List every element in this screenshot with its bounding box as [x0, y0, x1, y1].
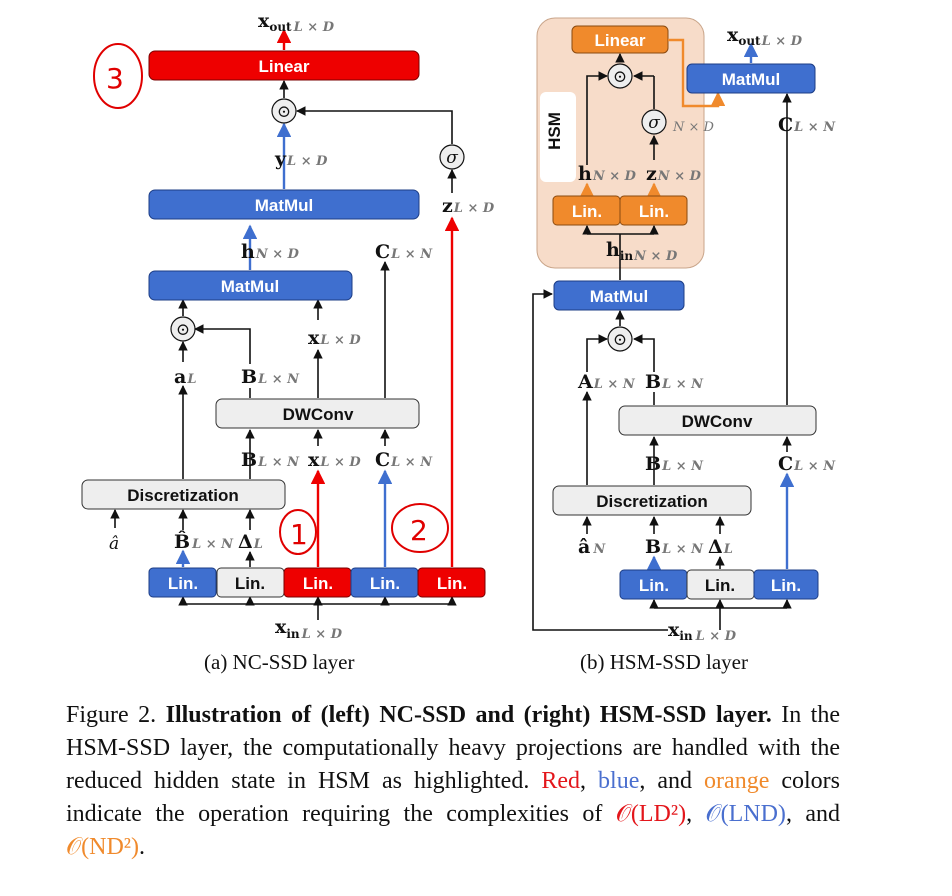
- matmul-label-b-main: MatMul: [590, 287, 649, 306]
- dwconv-box-b: [618, 405, 817, 436]
- hadamard-op-a-bottom: [170, 316, 196, 342]
- annotation-3: 3: [106, 62, 124, 95]
- discretization-label-b: Discretization: [596, 492, 707, 511]
- caption-title: Illustration of (left) NC-SSD and (right…: [165, 702, 772, 728]
- discretization-label-a: Discretization: [127, 486, 238, 505]
- var-c-top-b: CL × N: [778, 114, 836, 136]
- lin-label-b3: Lin.: [771, 576, 801, 595]
- lin-box-a1: [148, 567, 217, 598]
- hadamard-op-a-top: [271, 98, 297, 124]
- var-a-hat-a: â: [109, 534, 119, 554]
- hsm-label-box: [540, 92, 576, 182]
- var-a-a: aL: [174, 366, 196, 388]
- linear-label-a: Linear: [258, 57, 309, 76]
- lin-label-b1: Lin.: [639, 576, 669, 595]
- lin-box-b3: [753, 569, 819, 600]
- linear-label-b: Linear: [594, 31, 645, 50]
- lin-label-b2: Lin.: [705, 576, 735, 595]
- matmul-box-b-top: [686, 63, 816, 94]
- var-y-a: yL × D: [274, 148, 328, 170]
- hadamard-op-b-bottom: [607, 326, 633, 352]
- dwconv-box-a: [215, 398, 420, 429]
- var-b-in-b: BL × N: [645, 453, 704, 475]
- svg-text:⊙: ⊙: [176, 320, 190, 340]
- var-b-hat-a: B̂L × N: [174, 531, 234, 553]
- matmul-label-a-top: MatMul: [255, 196, 314, 215]
- caption-math-blue: 𝒪(LND): [705, 801, 786, 827]
- caption-colors-text: colors indicate the operation requiring …: [66, 768, 841, 827]
- annotation-circle-1: [279, 509, 317, 555]
- lin-label-a2: Lin.: [235, 574, 265, 593]
- matmul-label-a-bottom: MatMul: [221, 277, 280, 296]
- var-h-a: hN × D: [241, 241, 300, 263]
- caption-math-orange: 𝒪(ND²): [66, 834, 139, 860]
- var-delta-a: ΔL: [238, 531, 263, 553]
- caption-math-red: 𝒪(LD²): [615, 801, 687, 827]
- svg-text:⊙: ⊙: [613, 330, 627, 350]
- lin-box-a5: [417, 567, 486, 598]
- lin-label-a4: Lin.: [370, 574, 400, 593]
- annotation-1: 1: [290, 518, 308, 551]
- var-x-out-b: xoutL × D: [727, 24, 803, 49]
- lin-label-a5: Lin.: [437, 574, 467, 593]
- lin-label-a1: Lin.: [168, 574, 198, 593]
- var-b-in-a: BL × N: [241, 449, 300, 471]
- var-a-b: AL × N: [577, 371, 636, 393]
- dim-sigma-b: N × D: [672, 120, 715, 135]
- discretization-box-a: [81, 479, 286, 510]
- figure-caption: Figure 2. Illustration of (left) NC-SSD …: [66, 702, 841, 860]
- var-x-conv-a: xL × D: [308, 449, 361, 471]
- caption-lead: Figure 2.: [66, 702, 157, 728]
- caption-panel-b: (b) HSM-SSD layer: [580, 650, 748, 674]
- svg-text:σ: σ: [446, 148, 458, 168]
- var-c-top-a: CL × N: [375, 241, 433, 263]
- var-h-b: hN × D: [578, 163, 637, 185]
- dwconv-label-a: DWConv: [283, 405, 354, 424]
- var-delta-b: ΔL: [708, 536, 733, 558]
- matmul-box-a-bottom: [148, 270, 353, 301]
- var-b-low-b: BL × N: [645, 536, 704, 558]
- hsm-lin-label-2: Lin.: [639, 202, 669, 221]
- svg-text:⊙: ⊙: [613, 67, 627, 87]
- var-z-a: zL × D: [442, 195, 495, 217]
- svg-text:⊙: ⊙: [277, 102, 291, 122]
- linear-box-a: [148, 50, 420, 81]
- var-z-b: zN × D: [646, 163, 702, 185]
- var-b-mid-b: BL × N: [645, 371, 704, 393]
- var-c-in-a: CL × N: [375, 449, 433, 471]
- var-x-mid-a: xL × D: [308, 327, 361, 349]
- caption-blue-word: blue: [598, 768, 640, 794]
- annotation-2: 2: [410, 514, 428, 547]
- sigma-op-b: [641, 109, 667, 135]
- annotation-circle-3: [93, 43, 143, 109]
- svg-text:σ: σ: [648, 113, 660, 133]
- panel-b: HSM Linear ⊙ σ N × D hN × D zN × D Lin. …: [532, 17, 836, 644]
- hsm-lin-box-2: [619, 195, 688, 226]
- annotation-circle-2: [391, 503, 449, 553]
- var-b-mid-a: BL × N: [241, 366, 300, 388]
- matmul-box-b-main: [553, 280, 685, 311]
- dwconv-label-b: DWConv: [682, 412, 753, 431]
- hsm-label: HSM: [545, 112, 564, 150]
- caption-red-word: Red: [541, 768, 581, 794]
- matmul-label-b-top: MatMul: [722, 70, 781, 89]
- hsm-lin-label-1: Lin.: [572, 202, 602, 221]
- var-c-in-b: CL × N: [778, 453, 836, 475]
- caption-body: In the HSM-SSD layer, the computationall…: [66, 702, 841, 794]
- lin-label-a3: Lin.: [303, 574, 333, 593]
- caption-panel-a: (a) NC-SSD layer: [204, 650, 355, 674]
- hadamard-op-b-top: [607, 63, 633, 89]
- var-h-in-b: hinN × D: [606, 239, 678, 264]
- caption-orange-word: orange: [704, 768, 770, 794]
- sigma-op-a: [439, 144, 465, 170]
- discretization-box-b: [552, 485, 752, 516]
- architecture-diagram: .bx-r { fill:#ee0000; stroke:#7a0000; st…: [81, 10, 836, 644]
- matmul-box-a-top: [148, 189, 420, 220]
